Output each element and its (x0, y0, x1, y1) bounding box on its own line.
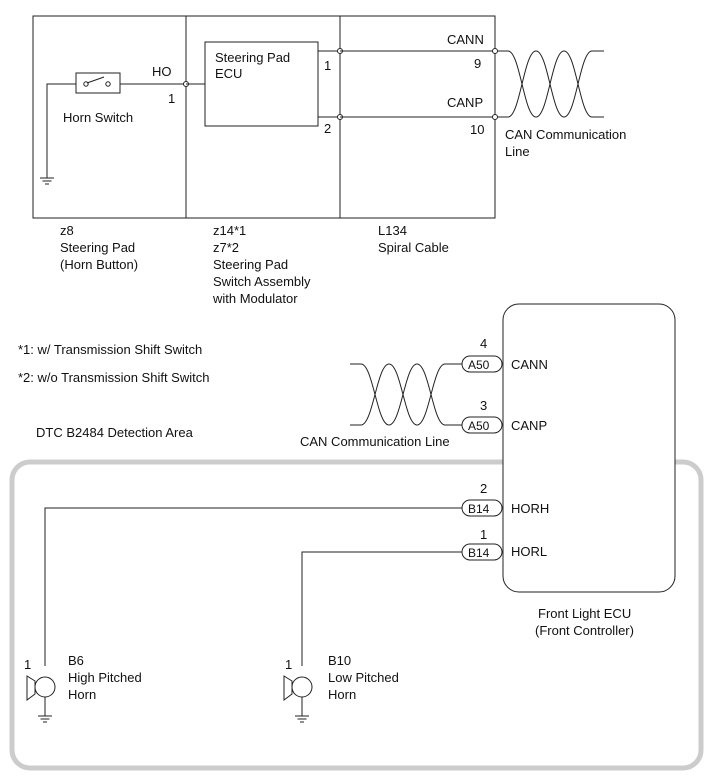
low-horn-pin-number: 1 (285, 657, 292, 672)
horl-connector-code: B14 (468, 546, 490, 560)
note-2: *2: w/o Transmission Shift Switch (18, 370, 209, 385)
z14-label-line1: Steering Pad (213, 257, 288, 272)
horh-pin-name: HORH (511, 501, 549, 516)
high-horn-label-line2: Horn (68, 687, 96, 702)
steering-pad-ecu-label-line1: Steering Pad (215, 50, 290, 65)
z14-label-line2: Switch Assembly (213, 274, 311, 289)
cann-connector-code: A50 (468, 358, 490, 372)
cann-pin-number: 4 (480, 336, 487, 351)
detection-area-border (9, 459, 704, 771)
high-horn-label-line1: High Pitched (68, 670, 142, 685)
note-1: *1: w/ Transmission Shift Switch (18, 342, 202, 357)
horl-pin-number: 1 (480, 527, 487, 542)
horn-switch-lever (86, 76, 105, 84)
z8-code: z8 (60, 223, 74, 238)
horh-pin-number: 2 (480, 481, 487, 496)
horl-wire (301, 551, 462, 666)
low-horn-code: B10 (328, 653, 351, 668)
ecu-pin-1-number: 1 (324, 58, 331, 73)
l134-code: L134 (378, 223, 407, 238)
low-horn-label-line1: Low Pitched (328, 670, 399, 685)
z8-label-line1: Steering Pad (60, 240, 135, 255)
ecu-pin-2-number: 2 (324, 121, 331, 136)
can-line-label-line2: Line (505, 144, 530, 159)
high-horn-pin-number: 1 (24, 657, 31, 672)
can-twisted-pair-bottom (350, 363, 462, 426)
horh-wire (44, 507, 462, 666)
ho-pin-name: HO (152, 64, 172, 79)
horl-pin-name: HORL (511, 544, 547, 559)
canp-label: CANP (447, 95, 483, 110)
cann-label: CANN (447, 32, 484, 47)
horn-switch-symbol (75, 72, 121, 94)
front-light-ecu-name-line1: Front Light ECU (538, 606, 631, 621)
horn-switch-label: Horn Switch (63, 110, 133, 125)
spiral-pin-9-number: 9 (474, 56, 481, 71)
l134-label-line1: Spiral Cable (378, 240, 449, 255)
steering-pad-ecu-box (204, 41, 319, 127)
low-pitched-horn-icon (283, 675, 313, 723)
steering-pad-ecu-label-line2: ECU (215, 66, 242, 81)
ho-pin-number: 1 (168, 91, 175, 106)
spiral-pin-9-terminal (492, 48, 498, 54)
horn-switch-contact-right (105, 81, 111, 87)
front-light-ecu-box (502, 303, 676, 593)
high-horn-code: B6 (68, 653, 84, 668)
cann-pin-name: CANN (511, 357, 548, 372)
z7-code: z7*2 (213, 240, 239, 255)
bottom-can-line-label: CAN Communication Line (300, 434, 450, 449)
detection-area-title: DTC B2484 Detection Area (36, 425, 194, 440)
z14-code: z14*1 (213, 223, 246, 238)
spiral-pin-10-terminal (492, 114, 498, 120)
high-pitched-horn-icon (26, 675, 56, 723)
canp-pin-number: 3 (480, 398, 487, 413)
z14-label-line3: with Modulator (212, 291, 298, 306)
ground-icon (40, 177, 54, 185)
canp-pin-name: CANP (511, 418, 547, 433)
horh-connector-code: B14 (468, 502, 490, 516)
horn-switch-ground-wire (46, 83, 76, 178)
front-light-ecu-name-line2: (Front Controller) (535, 623, 634, 638)
low-horn-label-line2: Horn (328, 687, 356, 702)
canp-connector-code: A50 (468, 419, 490, 433)
spiral-pin-10-number: 10 (470, 122, 484, 137)
can-line-label-line1: CAN Communication (505, 127, 626, 142)
can-twisted-pair-top (497, 50, 604, 118)
z8-label-line2: (Horn Button) (60, 257, 138, 272)
